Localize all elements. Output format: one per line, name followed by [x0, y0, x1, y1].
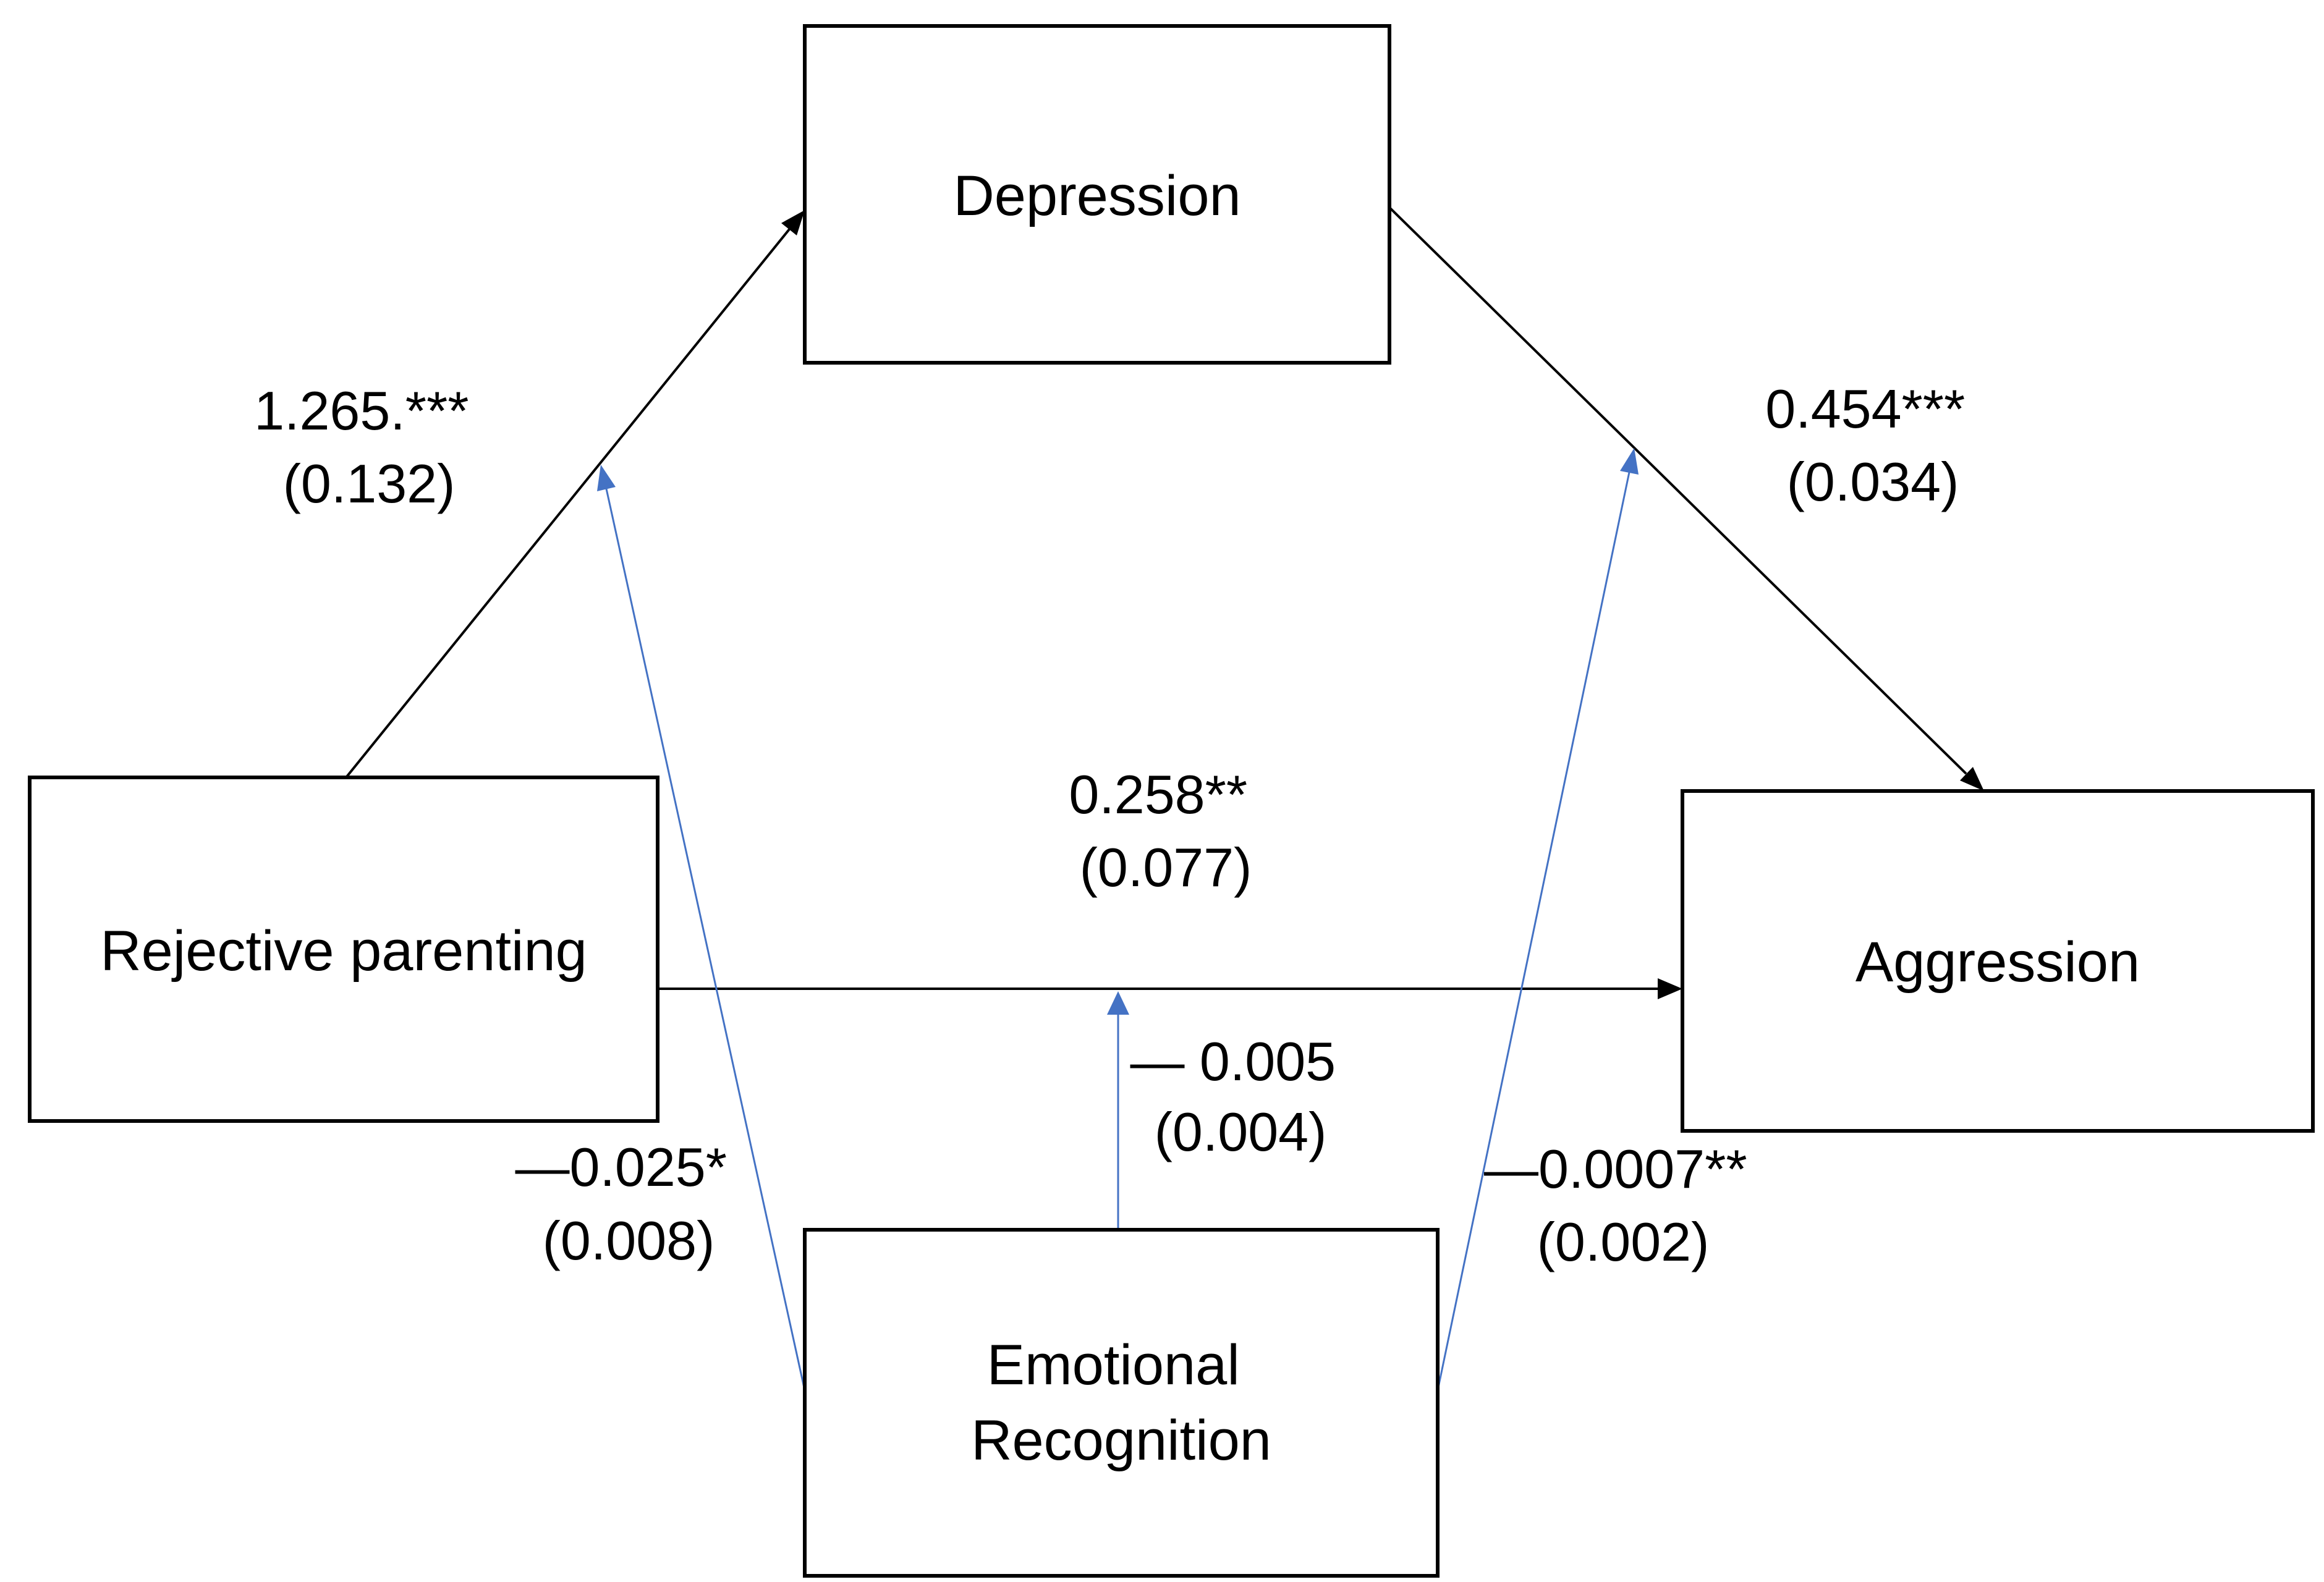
arrowhead-rp-to-aggression [1658, 978, 1682, 999]
standard-error: (0.034) [1787, 451, 1959, 512]
depression-label: Depression [953, 164, 1240, 227]
arrowhead-er-to-rp-aggression-path [1107, 991, 1129, 1015]
coef-label-er-on-rp-aggression: — 0.005 (0.004) [1130, 1031, 1351, 1162]
standard-error: (0.077) [1080, 837, 1252, 898]
coef-label-depression-to-aggression: 0.454*** (0.034) [1765, 378, 1980, 512]
coefficient-value: 0.454*** [1765, 378, 1965, 439]
arrowhead-rp-to-depression [781, 210, 805, 235]
arrowhead-er-to-depression-aggression-path [1620, 448, 1639, 475]
emotional-recognition-label-line1: Emotional [987, 1334, 1240, 1397]
emotional-recognition-label-line2: Recognition [971, 1409, 1271, 1472]
depression-box [803, 24, 1391, 365]
standard-error: (0.002) [1537, 1211, 1710, 1272]
moderation-line-er-to-depression-aggression-path [1436, 472, 1631, 1391]
emotional-recognition-box [803, 1228, 1440, 1578]
rejective-parenting-label: Rejective parenting [100, 920, 587, 983]
coef-label-rp-to-depression: 1.265.*** (0.132) [254, 380, 484, 514]
coef-label-er-on-rp-depression: —0.025* (0.008) [515, 1136, 742, 1271]
arrowhead-depression-to-aggression [1960, 767, 1984, 791]
node-rejective-parenting: Rejective parenting [28, 776, 659, 1123]
rejective-parenting-box [28, 776, 659, 1123]
node-aggression: Aggression [1681, 789, 2315, 1133]
standard-error: (0.004) [1155, 1101, 1327, 1162]
emotional-recognition-label: Emotional Recognition [971, 1334, 1271, 1472]
moderation-line-er-to-rp-depression-path [605, 488, 806, 1391]
coefficient-value: —0.025* [515, 1136, 727, 1198]
coefficient-value: —0.0007** [1484, 1138, 1747, 1199]
node-emotional-recognition: Emotional Recognition [803, 1228, 1440, 1578]
standard-error: (0.132) [283, 453, 456, 514]
aggression-box [1681, 789, 2315, 1133]
coef-label-er-on-depression-aggression: —0.0007** (0.002) [1484, 1138, 1762, 1272]
coefficient-value: 1.265.*** [254, 380, 469, 441]
aggression-label: Aggression [1855, 931, 2140, 994]
path-line-depression-to-aggression [1378, 197, 1967, 775]
node-depression: Depression [803, 24, 1391, 365]
path-line-rp-to-depression [345, 228, 791, 779]
coef-label-rp-to-aggression: 0.258** (0.077) [1069, 764, 1262, 898]
coefficient-value: 0.258** [1069, 764, 1247, 825]
standard-error: (0.008) [543, 1210, 715, 1271]
arrowhead-er-to-rp-depression-path [597, 465, 616, 491]
coefficient-value: — 0.005 [1130, 1031, 1336, 1092]
